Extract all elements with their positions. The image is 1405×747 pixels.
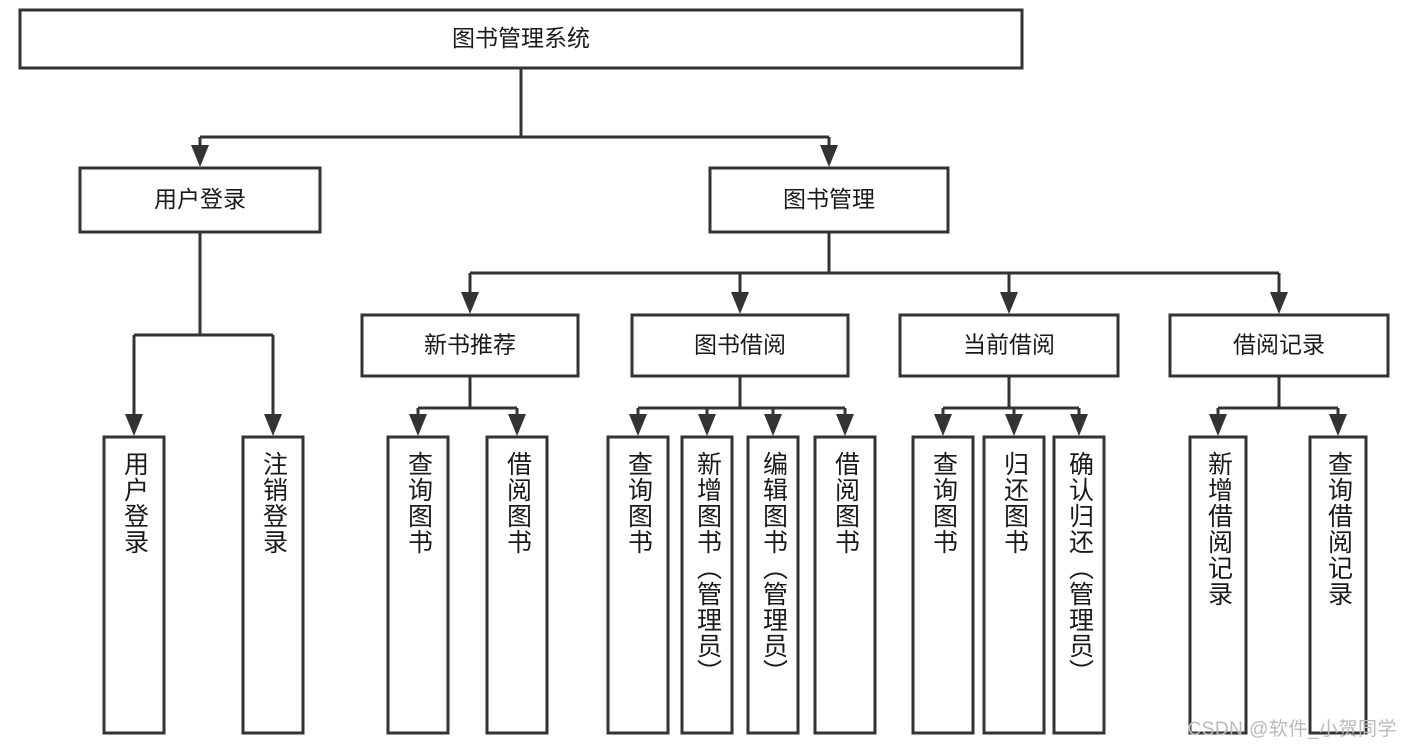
leaf-3-0[interactable] [1188,435,1248,735]
leaf-0-1[interactable] [485,435,549,735]
level3-box-2[interactable] [898,313,1120,378]
arrow-head-icon [264,414,282,436]
arrow-head-icon [836,414,854,436]
level3-label-2: 当前借阅 [963,332,1055,358]
leaf-2-0[interactable] [911,435,975,735]
root-label: 图书管理系统 [452,25,590,51]
arrow-head-icon [1270,292,1288,314]
arrow-head-icon [508,414,526,436]
leaf-0-0[interactable] [386,435,450,735]
root-box-book-management-system[interactable] [18,8,1024,70]
level3-label-0: 新书推荐 [424,332,516,358]
arrow-head-icon [698,414,716,436]
level3-label-1: 图书借阅 [694,332,786,358]
arrow-head-icon [731,292,749,314]
watermark: CSDN @软件_小贺同学 [1187,719,1397,740]
leaf-user-0[interactable] [102,435,166,735]
boxes-layer [18,8,1390,735]
leaf-1-0[interactable] [606,435,670,735]
level3-box-1[interactable] [630,313,850,378]
connectors-layer [125,68,1347,436]
arrow-head-icon [629,414,647,436]
leaf-user-1[interactable] [241,435,305,735]
leaf-1-1[interactable] [680,435,734,735]
arrow-head-icon [1209,414,1227,436]
level3-box-0[interactable] [360,313,580,378]
arrow-head-icon [820,145,838,167]
leaf-3-1[interactable] [1308,435,1368,735]
leaf-1-3[interactable] [813,435,877,735]
arrow-head-icon [125,414,143,436]
arrow-head-icon [461,292,479,314]
arrow-head-icon [764,414,782,436]
arrow-head-icon [1070,414,1088,436]
level2-label-0: 用户登录 [154,186,246,212]
leaf-1-2[interactable] [746,435,800,735]
arrow-head-icon [1000,292,1018,314]
leaf-2-1[interactable] [982,435,1046,735]
level3-box-3[interactable] [1168,313,1390,378]
arrow-head-icon [934,414,952,436]
leaf-2-2[interactable] [1052,435,1106,735]
arrow-head-icon [409,414,427,436]
level2-label-1: 图书管理 [783,186,875,212]
level2-box-1[interactable] [708,166,950,234]
arrow-head-icon [1005,414,1023,436]
arrow-head-icon [1329,414,1347,436]
level2-box-0[interactable] [78,166,322,234]
arrow-head-icon [191,145,209,167]
level3-label-3: 借阅记录 [1233,332,1325,358]
